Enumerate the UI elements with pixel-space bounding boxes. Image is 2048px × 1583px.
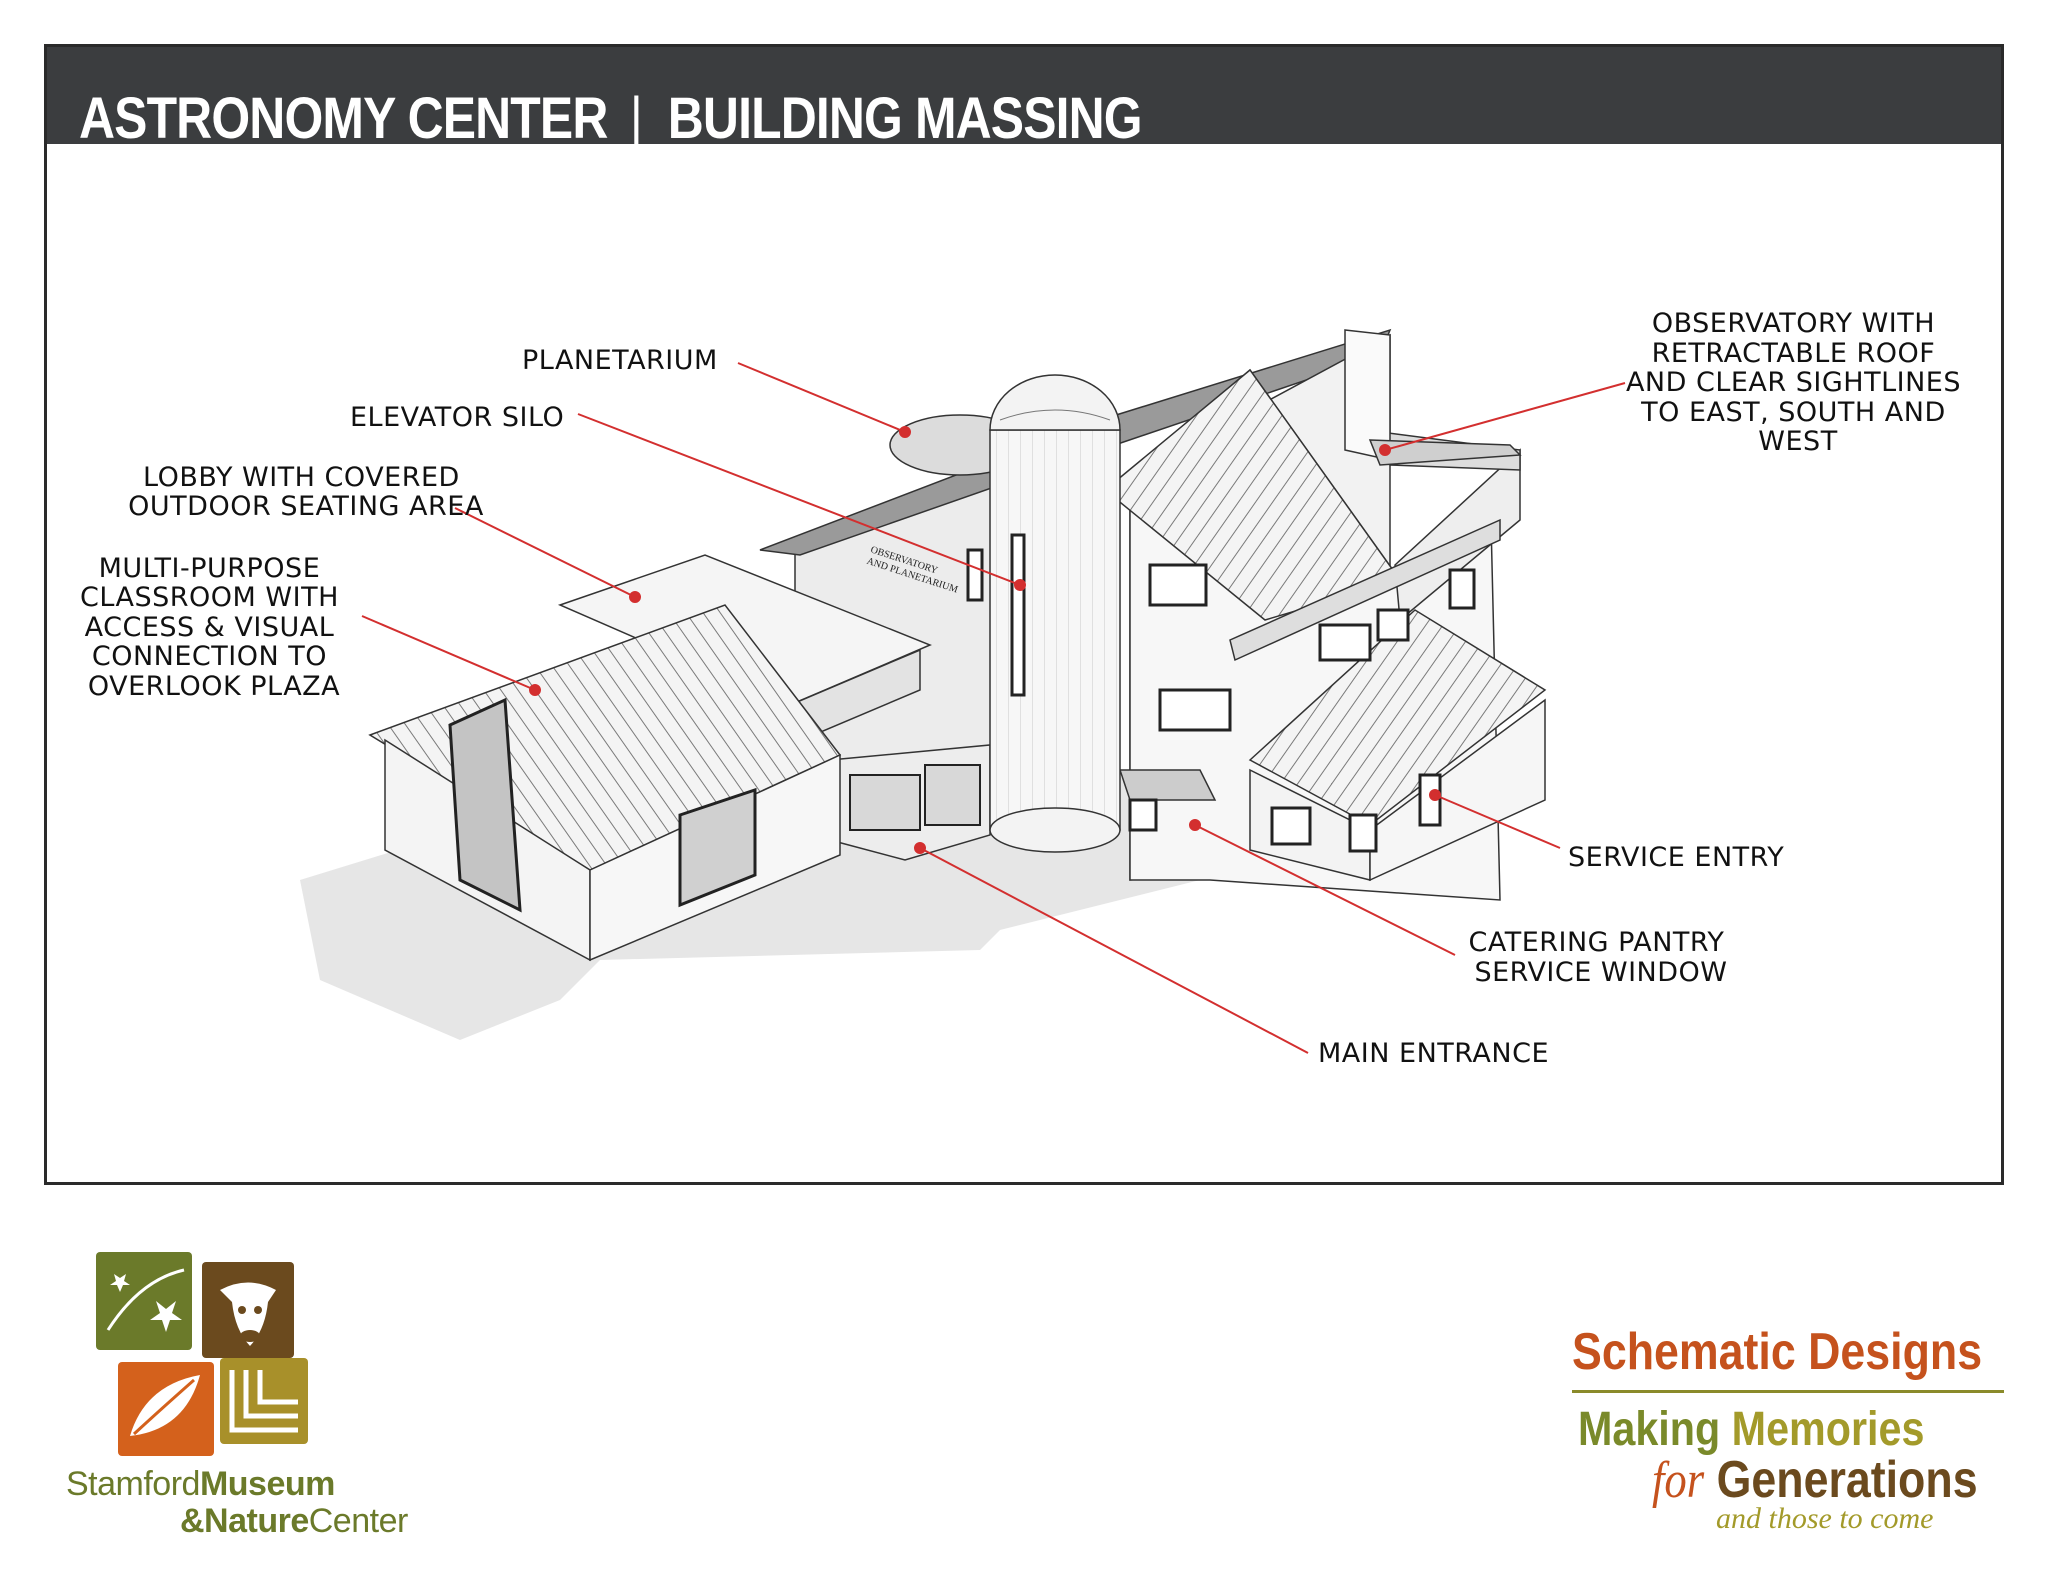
tagline-line-3: and those to come xyxy=(1716,1502,1934,1535)
tagline-line-1: Making Memories xyxy=(1578,1402,1924,1457)
tagline-generations: Generations xyxy=(1716,1451,1978,1509)
page-title: ASTRONOMY CENTER | BUILDING MASSING xyxy=(79,86,1143,151)
title-right: BUILDING MASSING xyxy=(667,86,1143,151)
label-observatory: OBSERVATORY WITH RETRACTABLE ROOF AND CL… xyxy=(1626,308,1970,457)
label-elevator-silo: ELEVATOR SILO xyxy=(350,402,564,433)
tagline-memories: Memories xyxy=(1731,1403,1925,1456)
logo-star-tile xyxy=(96,1252,192,1350)
logo-cow-tile xyxy=(202,1262,294,1358)
tagline-for: for xyxy=(1652,1452,1705,1509)
observatory-structure xyxy=(1344,329,1522,466)
logo-leaf-tile xyxy=(118,1362,214,1456)
label-classroom: MULTI-PURPOSE CLASSROOM WITH ACCESS & VI… xyxy=(80,553,348,702)
museum-name-stamford: Stamford xyxy=(66,1465,200,1503)
leader-lines xyxy=(361,362,1626,1054)
museum-name-line-2: &NatureCenter xyxy=(180,1502,408,1541)
main-building xyxy=(759,328,1547,901)
title-separator: | xyxy=(629,86,643,151)
label-service-entry: SERVICE ENTRY xyxy=(1568,842,1784,873)
museum-name-line-1: StamfordMuseum xyxy=(66,1465,335,1504)
header-bar: ASTRONOMY CENTER | BUILDING MASSING xyxy=(47,47,2001,149)
label-catering: CATERING PANTRY SERVICE WINDOW xyxy=(1468,927,1733,988)
museum-name-center: Center xyxy=(308,1502,409,1540)
elevator-silo xyxy=(989,374,1121,853)
label-lobby: LOBBY WITH COVERED OUTDOOR SEATING AREA xyxy=(128,462,484,522)
museum-logo-mark xyxy=(96,1252,308,1456)
classroom-building xyxy=(368,604,842,962)
museum-name-museum: Museum xyxy=(199,1465,335,1503)
title-left: ASTRONOMY CENTER xyxy=(79,86,608,151)
branding-divider xyxy=(1572,1390,2004,1393)
callout-labels: PLANETARIUM ELEVATOR SILO LOBBY WITH COV… xyxy=(80,308,1970,1069)
label-planetarium: PLANETARIUM xyxy=(522,345,718,376)
tagline-line-2: for Generations xyxy=(1652,1450,1978,1510)
museum-name-nature: &Nature xyxy=(180,1502,309,1540)
logo-layers-tile xyxy=(220,1358,308,1444)
schematic-designs-title: Schematic Designs xyxy=(1572,1323,1983,1381)
tagline-making: Making xyxy=(1578,1403,1721,1456)
label-main-entrance: MAIN ENTRANCE xyxy=(1318,1038,1549,1069)
